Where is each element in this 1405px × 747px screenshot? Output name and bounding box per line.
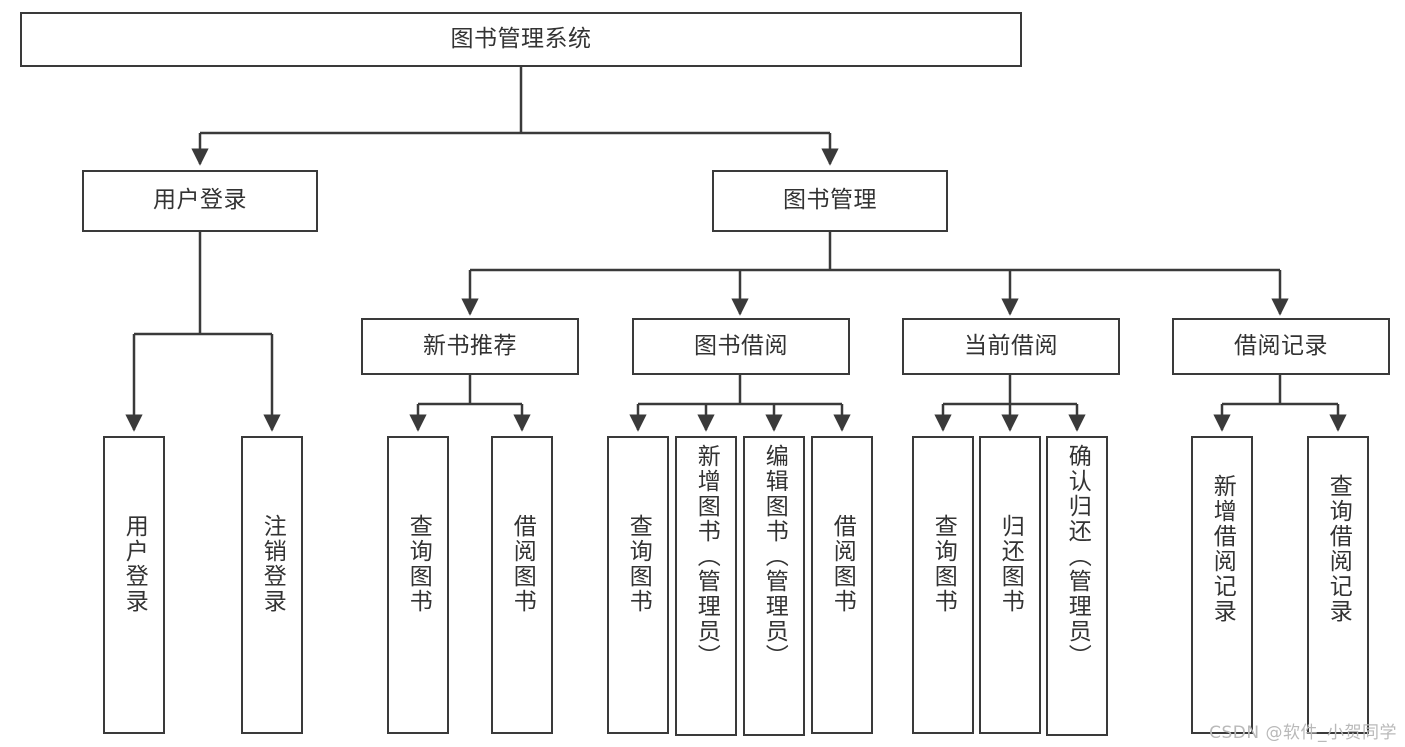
leaf-user-login[interactable]: 用户登录 [103, 436, 165, 734]
leaf-add-borrow-record[interactable]: 新增借阅记录 [1191, 436, 1253, 734]
node-label: 新书推荐 [423, 332, 517, 359]
node-label: 图书管理系统 [450, 25, 592, 52]
node-label: 编辑图书（管理员） [761, 444, 788, 669]
node-label: 新增图书（管理员） [693, 444, 720, 669]
node-label: 借阅图书 [509, 514, 536, 614]
leaf-query-book-current[interactable]: 查询图书 [912, 436, 974, 734]
leaf-query-borrow-record[interactable]: 查询借阅记录 [1307, 436, 1369, 734]
node-label: 查询图书 [930, 514, 957, 614]
node-label: 当前借阅 [964, 332, 1058, 359]
node-label: 新增借阅记录 [1209, 474, 1236, 624]
node-new-book-recommend[interactable]: 新书推荐 [361, 318, 579, 375]
node-label: 图书借阅 [694, 332, 788, 359]
leaf-borrow-book-recommend[interactable]: 借阅图书 [491, 436, 553, 734]
node-label: 借阅图书 [829, 514, 856, 614]
node-borrow-record[interactable]: 借阅记录 [1172, 318, 1390, 375]
node-label: 图书管理 [783, 187, 877, 214]
leaf-borrow-book[interactable]: 借阅图书 [811, 436, 873, 734]
node-user-login[interactable]: 用户登录 [82, 170, 318, 232]
node-label: 归还图书 [997, 514, 1024, 614]
node-root-system[interactable]: 图书管理系统 [20, 12, 1022, 67]
node-label: 确认归还（管理员） [1064, 444, 1091, 669]
leaf-logout[interactable]: 注销登录 [241, 436, 303, 734]
node-book-management[interactable]: 图书管理 [712, 170, 948, 232]
node-label: 用户登录 [153, 187, 247, 214]
node-book-borrow[interactable]: 图书借阅 [632, 318, 850, 375]
leaf-return-book[interactable]: 归还图书 [979, 436, 1041, 734]
node-label: 借阅记录 [1234, 332, 1328, 359]
leaf-edit-book-admin[interactable]: 编辑图书（管理员） [743, 436, 805, 736]
node-label: 用户登录 [121, 514, 148, 614]
node-label: 查询借阅记录 [1325, 474, 1352, 624]
node-current-borrow[interactable]: 当前借阅 [902, 318, 1120, 375]
watermark-text: CSDN @软件_小贺同学 [1209, 723, 1397, 743]
leaf-query-book-borrow[interactable]: 查询图书 [607, 436, 669, 734]
node-label: 查询图书 [625, 514, 652, 614]
leaf-confirm-return-admin[interactable]: 确认归还（管理员） [1046, 436, 1108, 736]
leaf-add-book-admin[interactable]: 新增图书（管理员） [675, 436, 737, 736]
node-label: 注销登录 [259, 514, 286, 614]
node-label: 查询图书 [405, 514, 432, 614]
leaf-query-book-recommend[interactable]: 查询图书 [387, 436, 449, 734]
